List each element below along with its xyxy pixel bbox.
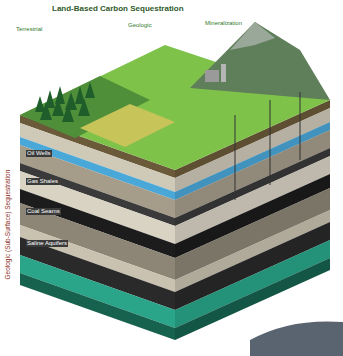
layer-label: Coal Seams	[26, 208, 61, 215]
section-label: Terrestrial	[16, 26, 42, 33]
diagram-title: Land-Based Carbon Sequestration	[52, 5, 184, 14]
section-label: Geologic	[128, 22, 152, 29]
layer-label: Saline Aquifers	[26, 240, 68, 247]
layer-label: Oil Wells	[26, 150, 52, 157]
corner-shape	[250, 321, 343, 356]
vertical-label: Geologic (Sub-Surface) Sequestration	[4, 170, 11, 280]
section-label: Mineralization	[205, 20, 242, 27]
layer-label: Gas Shales	[26, 178, 59, 185]
top-face	[20, 22, 330, 200]
